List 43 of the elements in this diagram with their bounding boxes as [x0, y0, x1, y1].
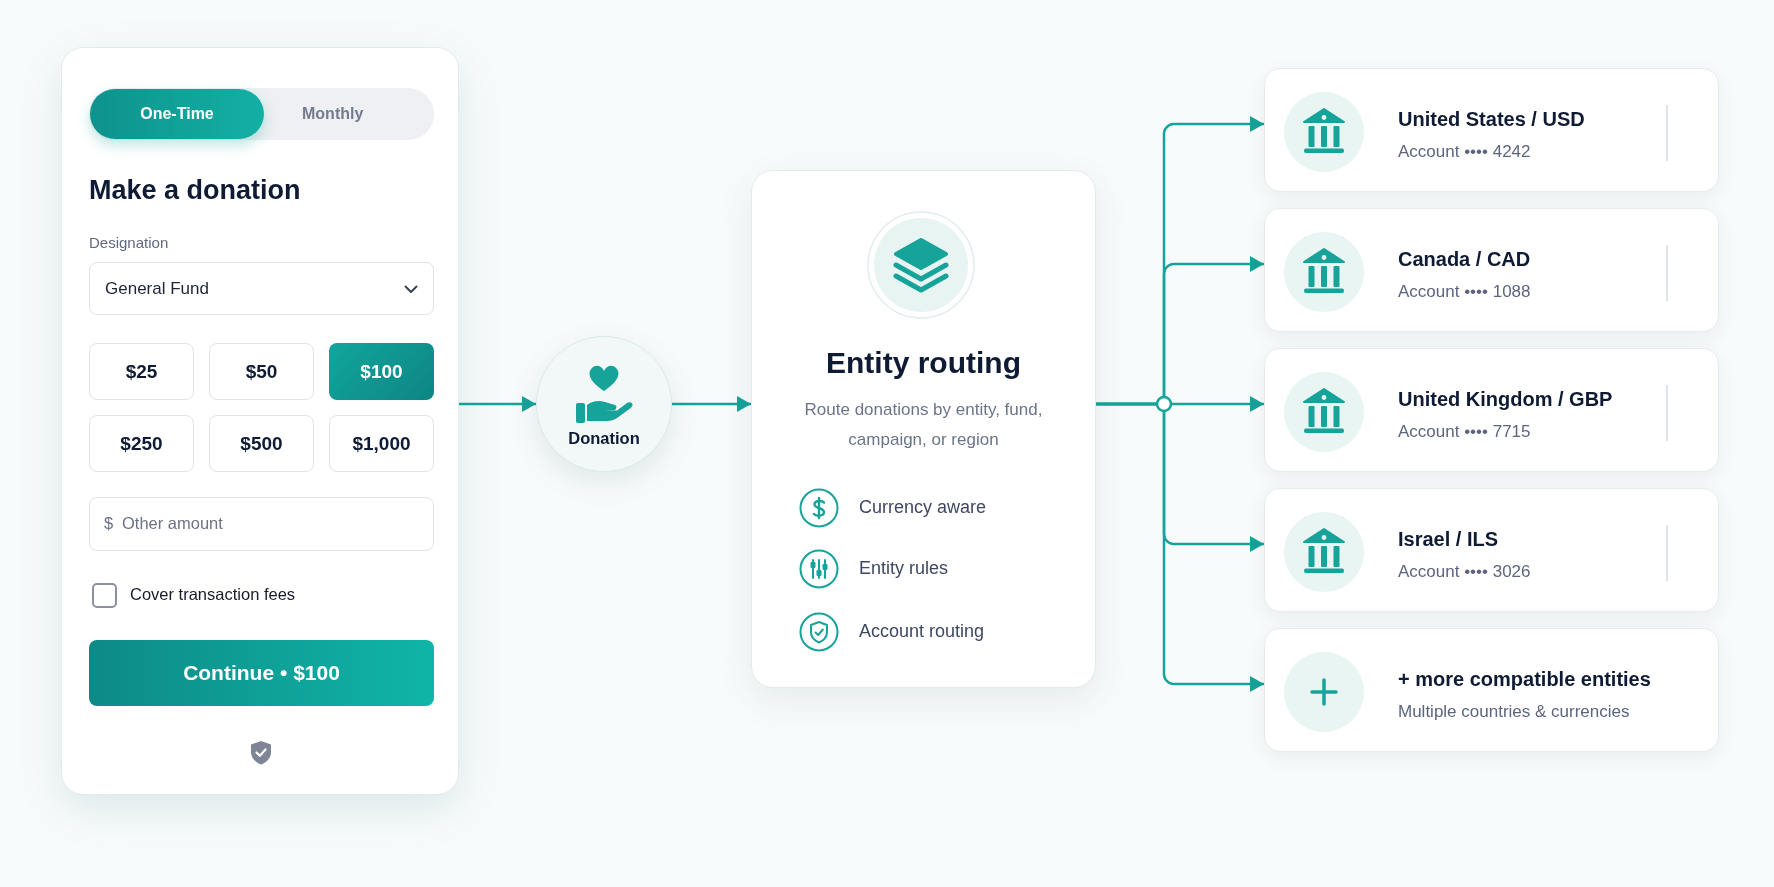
- currency-symbol: $: [104, 514, 114, 534]
- entity-name: United Kingdom / GBP: [1398, 387, 1613, 411]
- donation-form-card: [61, 47, 459, 795]
- entity-card: [1264, 68, 1719, 192]
- entity-name: Canada / CAD: [1398, 247, 1531, 271]
- account-number: Account •••• 1088: [1398, 282, 1531, 303]
- entity-name: Israel / ILS: [1398, 527, 1499, 551]
- entity-card: [1264, 208, 1719, 332]
- entity-card: [1264, 348, 1719, 472]
- amount-option-button: $500: [209, 415, 314, 472]
- feature-label: Account routing: [859, 621, 985, 643]
- feature-label: Currency aware: [859, 497, 987, 519]
- account-number: Account •••• 4242: [1398, 142, 1531, 163]
- frequency-option: Monthly: [302, 104, 364, 124]
- amount-input-field: [89, 497, 434, 551]
- card-title: Entity routing: [826, 345, 1021, 381]
- account-number: Account •••• 7715: [1398, 422, 1531, 443]
- continue-button: Continue • $100: [89, 640, 434, 706]
- form-heading: Make a donation: [89, 174, 301, 207]
- amount-option-button: $250: [89, 415, 194, 472]
- card-subtitle: Multiple countries & currencies: [1398, 702, 1630, 723]
- amount-option-button: $1,000: [329, 415, 434, 472]
- amount-option-button: $25: [89, 343, 194, 400]
- account-number: Account •••• 3026: [1398, 562, 1531, 583]
- selected-frequency-tab: One-Time: [90, 89, 264, 139]
- placeholder-text: Other amount: [122, 514, 223, 534]
- arrow: [1096, 402, 1264, 692]
- entity-card: [1264, 628, 1719, 752]
- arrow: [459, 396, 536, 412]
- circle-label: Donation: [568, 429, 640, 449]
- card-description: Route donations by entity, fund, campaign, or region: [803, 399, 1044, 451]
- amount-option-button: $50: [209, 343, 314, 400]
- dropdown-field: General Fund: [89, 262, 434, 315]
- entity-name: United States / USD: [1398, 107, 1585, 131]
- checkbox-label: Cover transaction fees: [130, 585, 296, 605]
- segmented-control: [89, 88, 434, 140]
- field-label: Designation: [89, 234, 169, 252]
- entity-card: [1264, 488, 1719, 612]
- feature-label: Entity rules: [859, 558, 949, 580]
- selected-amount-button: $100: [329, 343, 434, 400]
- arrow: [672, 396, 751, 412]
- card-title: + more compatible entities: [1398, 667, 1651, 691]
- routing-card: [751, 170, 1096, 688]
